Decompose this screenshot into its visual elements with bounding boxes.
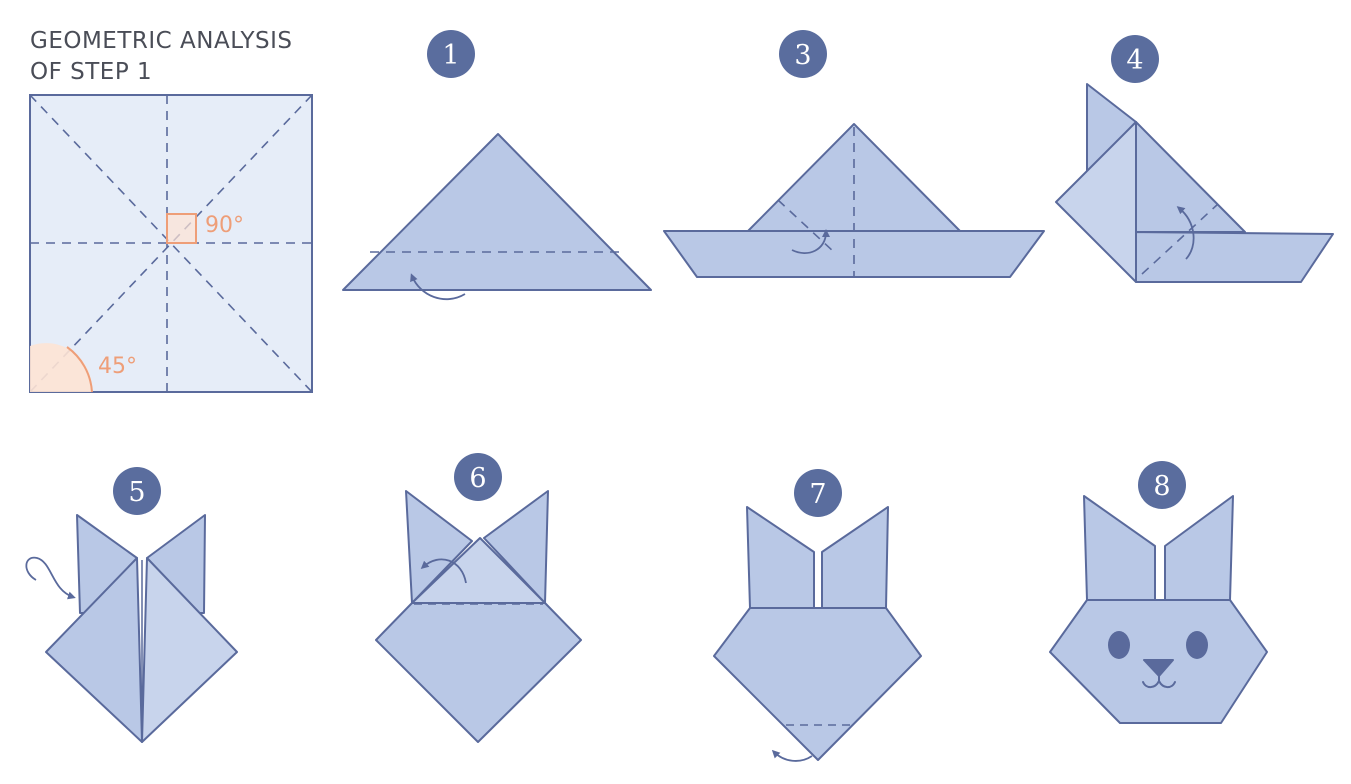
step-5-number: 5 [128, 477, 145, 508]
step-1-triangle [342, 133, 652, 291]
step-7-badge: 7 [794, 469, 842, 517]
step-5-turn-over-arrow [25, 556, 76, 600]
step-3-fold-arrow [791, 229, 830, 254]
step-6-face-diamond [375, 602, 582, 743]
step-4-left-flap [1055, 121, 1137, 283]
step-3-number: 3 [794, 40, 811, 71]
step-6-number: 6 [469, 463, 486, 494]
step-1-fold-arrow [410, 273, 466, 301]
step-5-badge: 5 [113, 467, 161, 515]
step-6: 6 [375, 453, 582, 743]
step-8-right-ear [1164, 495, 1234, 601]
step-7-right-ear [821, 506, 889, 609]
step-8-right-eye [1186, 631, 1208, 659]
diagonal-crease-2 [29, 94, 313, 393]
step-7-left-ear [746, 506, 815, 609]
step-8-mouth [1142, 675, 1176, 689]
step-5: 5 [25, 467, 238, 743]
step-8: 8 [1049, 461, 1268, 724]
step-7: 7 [713, 469, 922, 762]
step-8-number: 8 [1153, 471, 1170, 502]
step-4-fold-arrow [1176, 206, 1195, 260]
step-4-right-triangle [1135, 121, 1246, 233]
step-8-left-ear [1083, 495, 1156, 601]
step-3-brim [663, 230, 1045, 278]
analysis-title-line-1: GEOMETRIC ANALYSIS [30, 28, 293, 54]
step-3-badge: 3 [779, 30, 827, 78]
step-4-badge: 4 [1111, 35, 1159, 83]
step-4: 4 [1055, 35, 1334, 283]
step-5-right-panel [141, 557, 238, 743]
analysis-title-line-2: OF STEP 1 [30, 59, 153, 85]
step-6-fold-arrow [420, 558, 467, 584]
step-8-nose [1143, 659, 1174, 677]
step-4-diagonal-crease [1141, 203, 1219, 275]
step-8-badge: 8 [1138, 461, 1186, 509]
step-5-left-panel [45, 557, 143, 743]
step-6-badge: 6 [454, 453, 502, 501]
step-1: 1 [342, 30, 652, 301]
right-angle-label: 90° [205, 213, 244, 238]
diagonal-crease-1 [29, 94, 313, 393]
step-7-face [713, 607, 922, 761]
step-6-right-ear [483, 490, 549, 604]
step-3: 3 [663, 30, 1045, 278]
step-1-number: 1 [442, 40, 459, 71]
corner-angle-arc [66, 346, 93, 393]
step-1-badge: 1 [427, 30, 475, 78]
step-7-number: 7 [809, 479, 826, 510]
step-6-left-ear [405, 490, 473, 604]
step-4-brim [1135, 231, 1334, 283]
analysis-title: GEOMETRIC ANALYSIS OF STEP 1 [30, 26, 292, 88]
step-3-diagonal-crease [777, 199, 835, 253]
right-angle-marker [166, 213, 197, 244]
step-7-fold-arrow [771, 749, 813, 762]
step-8-left-eye [1108, 631, 1130, 659]
geometric-analysis-square: 90° 45° [29, 94, 313, 393]
corner-angle-label: 45° [98, 354, 137, 379]
step-4-number: 4 [1126, 45, 1143, 76]
